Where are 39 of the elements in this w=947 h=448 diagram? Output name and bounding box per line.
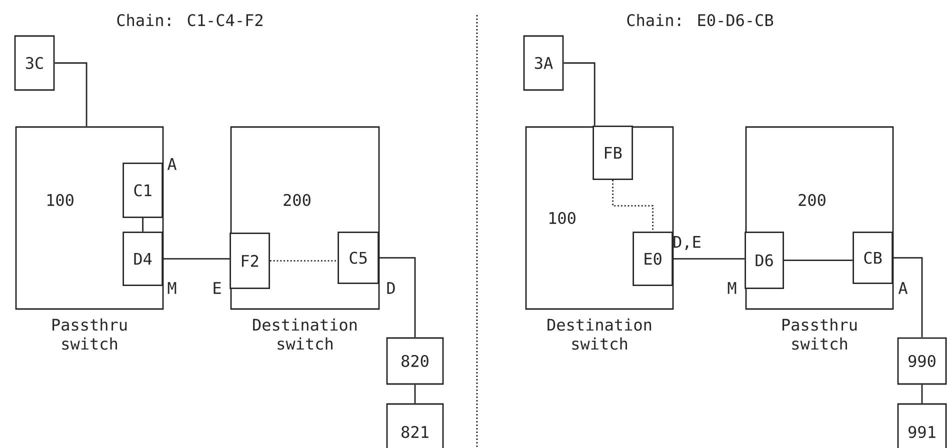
port-box: CB [852,232,893,284]
port-box: C1 [122,162,163,218]
chain-title: Chain: C1-C4-F2 [117,14,262,26]
device-box: 3A [523,35,564,91]
port-box: D4 [122,232,163,286]
port-label: M [728,282,736,294]
connector-line [414,384,416,404]
switch-caption: Passthru switch [52,318,127,350]
port-label: A [898,282,908,294]
port-label: E [214,282,221,294]
switch-caption: Passthru switch [782,318,857,350]
device-box: 3C [14,35,55,91]
switch-caption: Destination switch [548,318,652,350]
connector-line [142,218,144,232]
connector-line [54,62,88,126]
port-label: D,E [674,236,700,250]
port-box: D6 [744,232,784,289]
connector-line [921,384,923,404]
device-box: 820 [386,337,444,385]
device-box: 990 [897,337,947,385]
connector-line [673,258,745,260]
port-box: C5 [338,232,379,284]
connector-line [270,260,338,262]
switch-caption: Destination switch [253,318,357,350]
connector-line [784,260,853,261]
connector-line [163,258,230,260]
device-box: 991 [897,403,947,448]
connector-line [893,257,923,338]
port-label: M [168,282,176,294]
connector-line [379,257,416,338]
port-label: D [387,282,395,294]
connector-line [612,180,654,232]
device-box: 821 [386,403,444,448]
connector-line [564,62,596,126]
port-box: FB [592,126,633,180]
port-box: F2 [230,232,270,289]
port-box: E0 [632,232,673,286]
chain-title: Chain: E0-D6-CB [627,14,774,26]
port-label: A [167,158,177,170]
